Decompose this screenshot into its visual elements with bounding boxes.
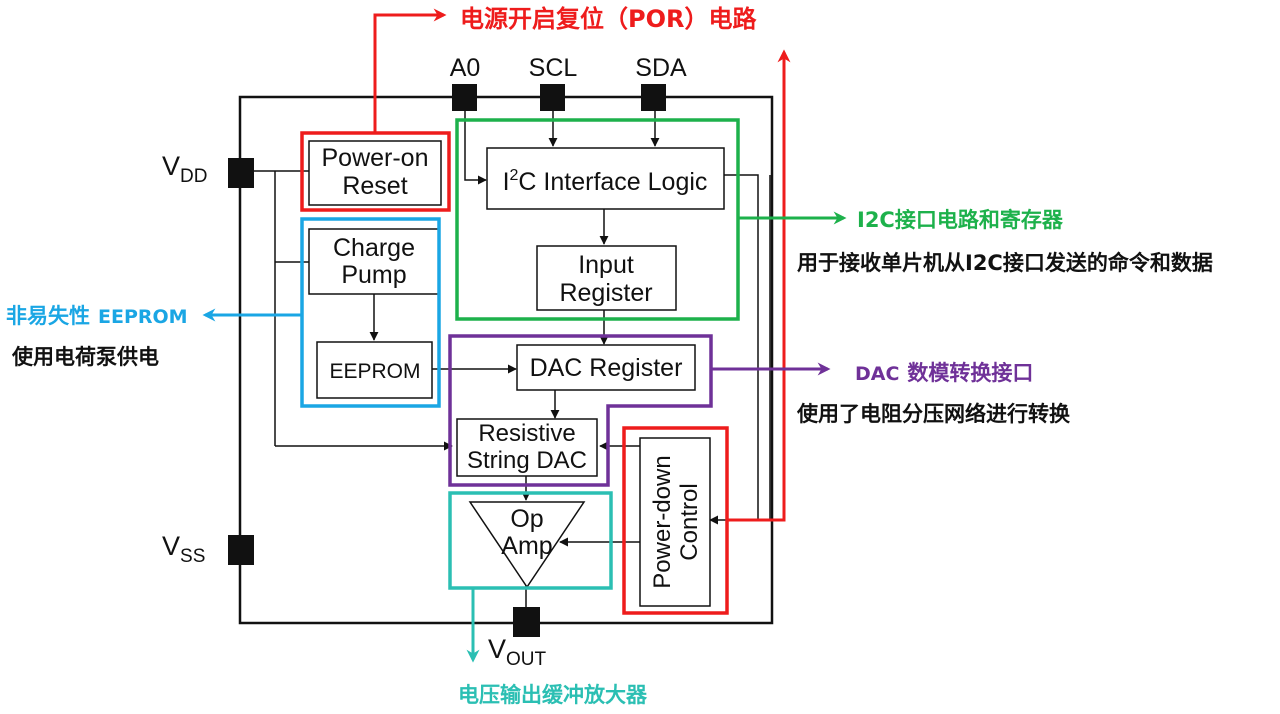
input-register-line1: Input	[578, 251, 634, 279]
resistive-dac-line1: Resistive	[478, 420, 575, 447]
power-on-reset-line1: Power-on	[322, 144, 429, 172]
pin-vout	[513, 607, 540, 637]
i2c-desc: 用于接收单片机从I2C接口发送的命令和数据	[797, 251, 1213, 275]
vout-buffer-label: 电压输出缓冲放大器	[458, 683, 648, 707]
dac-highlight	[448, 334, 713, 487]
vout-main: V	[488, 634, 506, 664]
power-down-block	[639, 437, 711, 607]
pin-vdd	[228, 158, 254, 188]
eeprom-highlight	[300, 217, 441, 408]
por-arrow	[373, 8, 447, 133]
vss-main: V	[162, 531, 180, 561]
pin-vss	[228, 535, 254, 565]
eeprom-desc: 使用电荷泵供电	[11, 345, 159, 369]
blocks	[308, 140, 725, 607]
annotation-arrows	[202, 8, 847, 663]
chip-outline	[238, 95, 774, 625]
power-on-reset-line2: Reset	[342, 172, 407, 200]
opamp-highlight	[448, 491, 613, 590]
charge-pump-block	[308, 228, 440, 295]
dac-register-label: DAC Register	[530, 354, 683, 382]
pin-label-scl: SCL	[529, 54, 578, 82]
vdd-sub: DD	[180, 166, 207, 187]
charge-pump-line2: Pump	[341, 261, 406, 289]
por-title: 电源开启复位（POR）电路	[460, 5, 757, 33]
pin-a0	[452, 84, 477, 111]
pin-label-sda: SDA	[635, 54, 687, 82]
dac-title-en: DAC	[855, 363, 899, 385]
eeprom-title-en: EEPROM	[98, 306, 188, 328]
i2c-logic-block	[486, 147, 725, 210]
charge-pump-line1: Charge	[333, 234, 415, 262]
pin-label-a0: A0	[450, 54, 481, 82]
vss-sub: SS	[180, 546, 205, 567]
power-down-label: Power-downControl	[649, 455, 703, 588]
pin-label-vdd: VDD	[162, 151, 207, 187]
eeprom-label: EEPROM	[329, 360, 420, 383]
i2c-title: I2C接口电路和寄存器	[857, 208, 1064, 232]
op-amp-triangle	[468, 501, 586, 589]
dac-desc: 使用了电阻分压网络进行转换	[796, 402, 1071, 426]
power-down-line2: Control	[676, 483, 703, 560]
input-register-line2: Register	[559, 279, 652, 307]
resistive-dac-block	[456, 418, 598, 477]
pin-label-vout: VOUT	[488, 634, 547, 670]
power-down-line1: Power-down	[649, 455, 676, 588]
i2c-logic-i: I	[503, 168, 510, 196]
input-register-block	[536, 245, 677, 311]
pin-label-vss: VSS	[162, 531, 205, 567]
pin-scl	[540, 84, 565, 111]
dac-title-cn: 数模转换接口	[907, 361, 1033, 385]
i2c-logic-sup: 2	[510, 167, 519, 184]
dac-title: DAC 数模转换接口	[855, 361, 1033, 385]
vdd-main: V	[162, 151, 180, 181]
i2c-logic-rest: C Interface Logic	[518, 168, 707, 196]
eeprom-title: 非易失性 EEPROM	[6, 304, 188, 328]
eeprom-block	[316, 341, 433, 399]
pin-sda	[641, 84, 666, 111]
vout-sub: OUT	[506, 649, 547, 670]
power-down-arrow	[727, 49, 791, 522]
op-amp-line2: Amp	[501, 532, 552, 560]
dac-register-block	[516, 344, 696, 391]
op-amp-line1: Op	[510, 505, 543, 533]
resistive-dac-line2: String DAC	[467, 447, 587, 474]
eeprom-title-cn: 非易失性	[6, 304, 90, 328]
i2c-logic-label: I2C Interface Logic	[503, 167, 708, 196]
power-on-reset-block	[308, 140, 442, 206]
